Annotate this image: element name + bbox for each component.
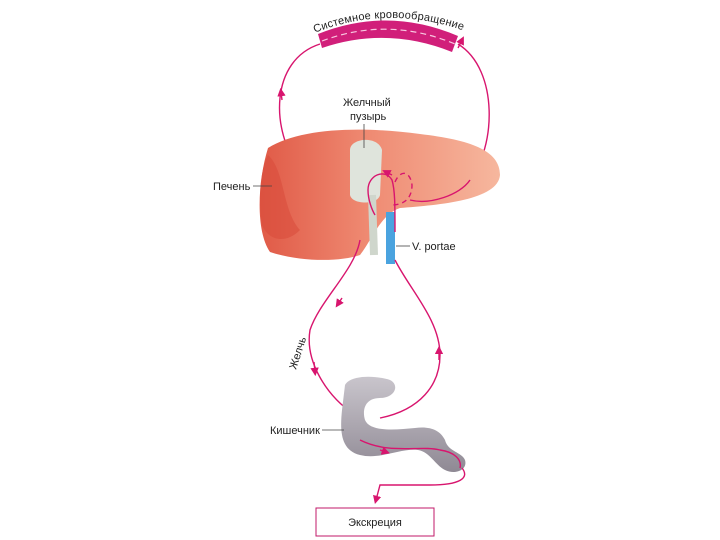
- arrow-bile-down-2: [310, 361, 319, 377]
- arrow-bile-down: [335, 297, 344, 308]
- excretion-box: [315, 507, 435, 537]
- portal-vein: [386, 212, 395, 264]
- gallbladder-label-line1: Желчный: [343, 97, 391, 109]
- arrow-intestine: [379, 446, 390, 455]
- hepatic-dashed-flow: [391, 172, 413, 206]
- arrow-liver-inner: [382, 170, 393, 178]
- systemic-circulation-vessel: [318, 20, 458, 52]
- portal-vein-label: V. portae: [412, 241, 456, 253]
- excretion-label: Экскреция: [348, 517, 402, 529]
- excretion-flow: [373, 467, 466, 505]
- hepatic-loop-flow: [367, 173, 396, 233]
- intestine-label: Кишечник: [270, 425, 320, 437]
- gallbladder: [350, 139, 382, 256]
- bile-label: Желчь: [287, 335, 309, 371]
- liver-label: Печень: [213, 181, 251, 193]
- gallbladder-label-line2: пузырь: [350, 111, 387, 123]
- arrow-up-left: [277, 87, 286, 101]
- arrow-to-vessel: [456, 36, 464, 49]
- bile-flow-to-intestine: [308, 239, 361, 416]
- liver-to-systemic-flow: [409, 179, 471, 202]
- portal-return-flow: [379, 259, 441, 419]
- intestine: [341, 376, 466, 472]
